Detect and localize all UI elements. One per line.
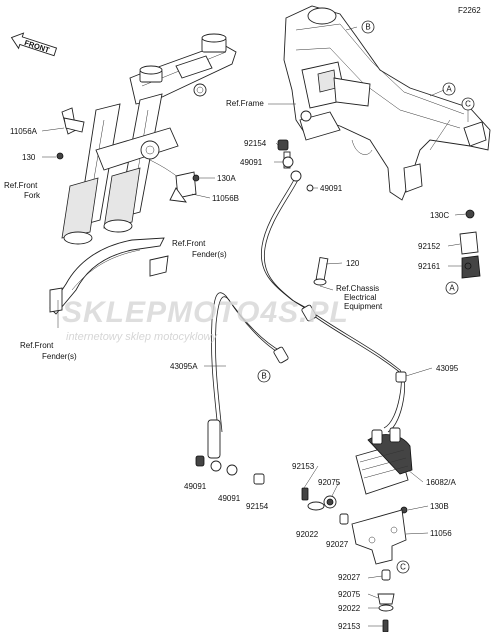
union-bolts-bottom	[195, 455, 265, 485]
sensor-bracket-11056a	[56, 107, 85, 160]
svg-text:Ref.Front: Ref.Front	[20, 341, 54, 350]
leader-lines	[41, 26, 469, 627]
svg-text:Fender(s): Fender(s)	[42, 352, 77, 361]
front-fender	[49, 237, 169, 328]
svg-text:Electrical: Electrical	[344, 293, 377, 302]
part-label-49091-top2: 49091	[320, 184, 343, 193]
part-label-43095: 43095	[436, 364, 459, 373]
part-label-92022-mid: 92022	[296, 530, 319, 539]
svg-text:Ref.Chassis: Ref.Chassis	[336, 284, 379, 293]
part-label-11056a: 11056A	[10, 127, 38, 136]
diagram-code: F2262	[458, 6, 481, 15]
part-label-16082a: 16082/A	[426, 478, 456, 487]
watermark-subtitle: internetowy sklep motocyklowy	[66, 331, 219, 343]
front-label: FRONT	[23, 38, 51, 55]
brake-hoses	[207, 175, 407, 459]
svg-text:Ref.Front: Ref.Front	[4, 181, 38, 190]
svg-text:Equipment: Equipment	[344, 302, 383, 311]
hose-clamp-11056b	[169, 171, 200, 203]
part-label-92152: 92152	[418, 242, 441, 251]
bolt-120	[313, 256, 329, 286]
part-label-11056: 11056	[430, 529, 452, 538]
clamp-parts-92152	[459, 209, 481, 279]
front-fork-assembly	[61, 33, 237, 245]
svg-text:C: C	[465, 100, 471, 109]
svg-text:A: A	[449, 284, 455, 293]
callout-b1: B	[361, 20, 375, 34]
callout-c1: C	[461, 97, 475, 111]
watermark: SKLEPMOTO4S.PL internetowy sklep motocyk…	[62, 296, 349, 343]
frame	[283, 5, 491, 201]
mount-stack-bottom	[377, 569, 395, 632]
part-label-92161: 92161	[418, 262, 441, 271]
part-label-92153-mid: 92153	[292, 462, 315, 471]
ref-front-fender-label-1: Ref.Front Fender(s)	[172, 239, 227, 259]
front-arrow: FRONT	[10, 32, 58, 57]
part-label-92075-mid: 92075	[318, 478, 341, 487]
part-label-130b: 130B	[430, 502, 449, 511]
ref-chassis-label: Ref.Chassis Electrical Equipment	[336, 284, 383, 311]
part-label-92153-bot: 92153	[338, 622, 361, 631]
part-label-120: 120	[346, 259, 360, 268]
part-label-130a: 130A	[217, 174, 236, 183]
mount-rubbers-mid	[301, 487, 349, 525]
part-label-11056b: 11056B	[212, 194, 239, 203]
part-label-43095a: 43095A	[170, 362, 198, 371]
union-bolt-top	[277, 139, 314, 192]
svg-text:B: B	[261, 372, 266, 381]
callout-a1: A	[442, 82, 456, 96]
svg-text:B: B	[365, 23, 370, 32]
abs-unit	[351, 427, 413, 565]
part-label-49091-bot2: 49091	[218, 494, 241, 503]
ref-front-fork-label: Ref.Front Fork	[4, 181, 41, 200]
ref-front-fender-label-2: Ref.Front Fender(s)	[20, 341, 77, 361]
part-label-92154-top: 92154	[244, 139, 267, 148]
svg-text:A: A	[446, 85, 452, 94]
watermark-brand: SKLEPMOTO4S.PL	[62, 296, 349, 329]
callout-b2: B	[257, 369, 271, 383]
part-label-49091-top1: 49091	[240, 158, 263, 167]
part-label-49091-bot1: 49091	[184, 482, 207, 491]
ref-frame-label: Ref.Frame	[226, 99, 264, 108]
part-label-92027-bot: 92027	[338, 573, 361, 582]
part-label-130: 130	[22, 153, 36, 162]
svg-text:C: C	[400, 563, 406, 572]
part-label-130c: 130C	[430, 211, 449, 220]
svg-text:Fender(s): Fender(s)	[192, 250, 227, 259]
part-label-92027-mid: 92027	[326, 540, 349, 549]
part-label-92022-bot: 92022	[338, 604, 361, 613]
part-label-92154-bot: 92154	[246, 502, 269, 511]
callout-a2: A	[445, 281, 459, 295]
svg-text:Ref.Front: Ref.Front	[172, 239, 206, 248]
callout-c2: C	[396, 560, 410, 574]
part-label-92075-bot: 92075	[338, 590, 361, 599]
svg-text:Fork: Fork	[24, 191, 41, 200]
